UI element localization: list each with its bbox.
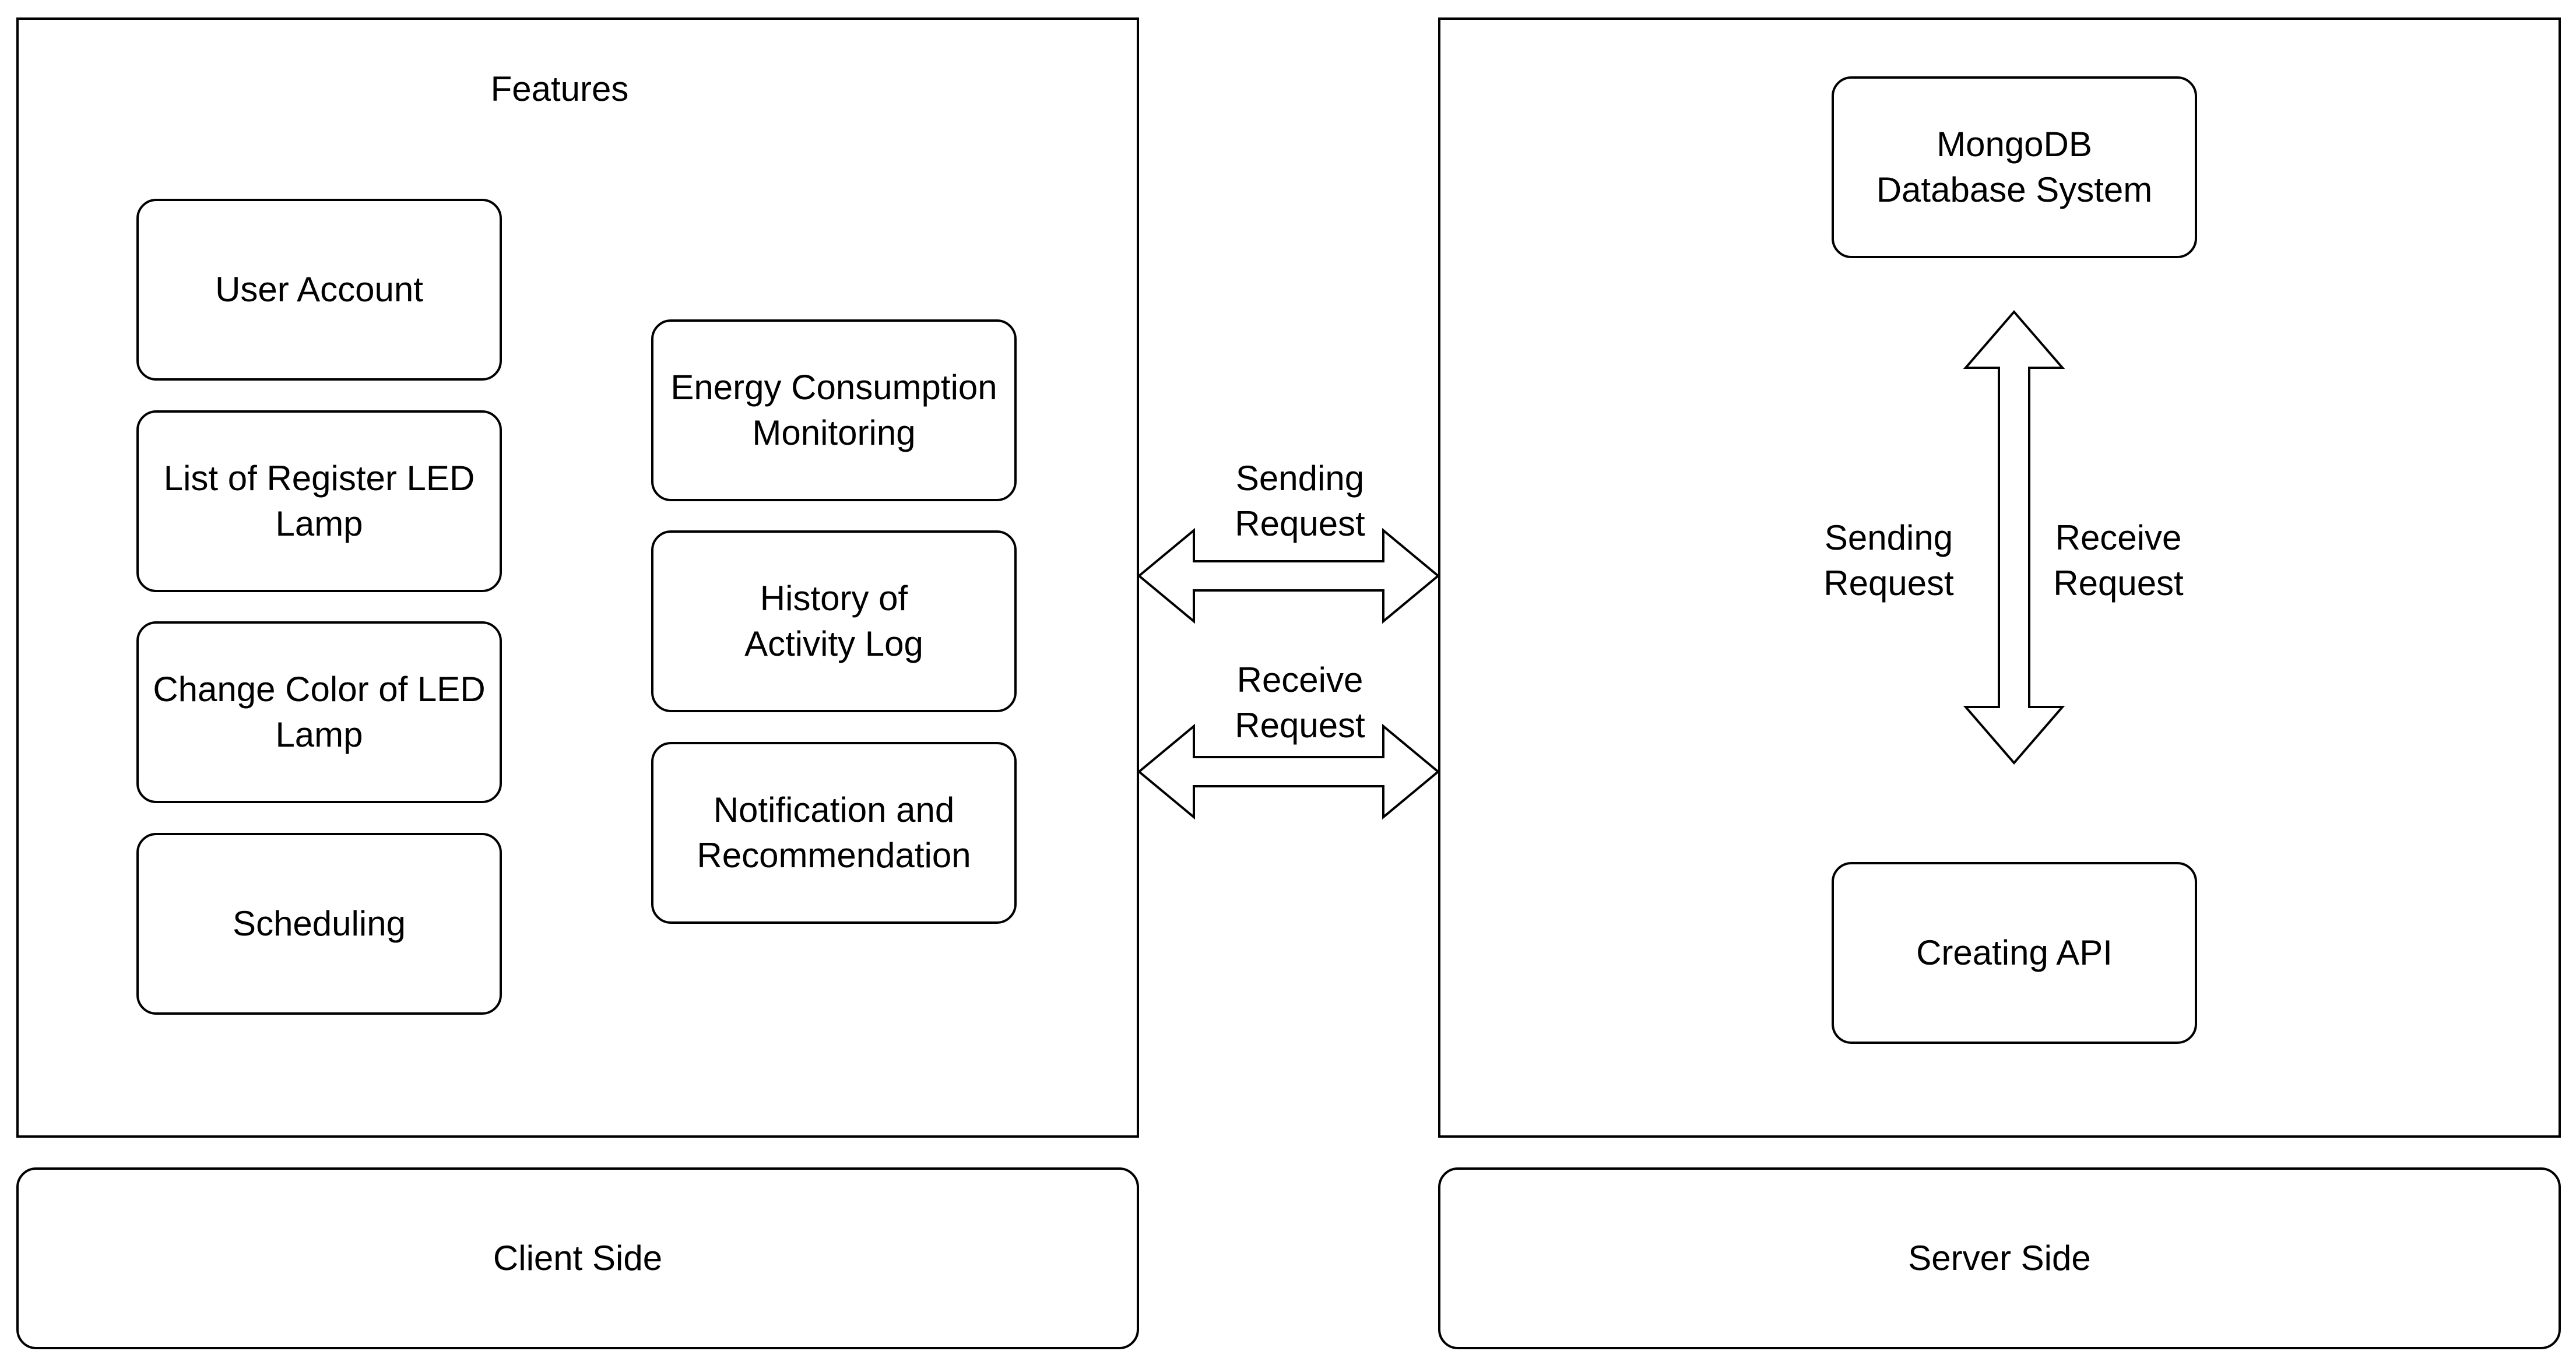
feature-list-led-lamp: List of Register LED Lamp [136,410,502,592]
feature-notification: Notification and Recommendation [651,742,1017,924]
client-server-sending-label: Sending Request [1235,459,1365,543]
feature-change-color: Change Color of LED Lamp [136,621,502,803]
feature-scheduling: Scheduling [136,833,502,1015]
creating-api-box: Creating API [1832,862,2197,1044]
features-title: Features [490,69,629,108]
send-request-arrow [1137,527,1440,624]
feature-user-account: User Account [136,199,502,381]
feature-energy-monitoring: Energy Consumption Monitoring [651,319,1017,501]
receive-request-arrow [1137,723,1440,820]
feature-activity-log: History of Activity Log [651,530,1017,712]
api-db-sending-label: Sending Request [1823,518,1954,603]
server-side-label: Server Side [1438,1167,2561,1349]
client-side-label: Client Side [16,1167,1139,1349]
client-server-receive-label: Receive Request [1235,660,1365,745]
database-api-arrow [1963,309,2065,765]
mongodb-database-box: MongoDB Database System [1832,76,2197,258]
api-db-receive-label: Receive Request [2053,518,2184,603]
